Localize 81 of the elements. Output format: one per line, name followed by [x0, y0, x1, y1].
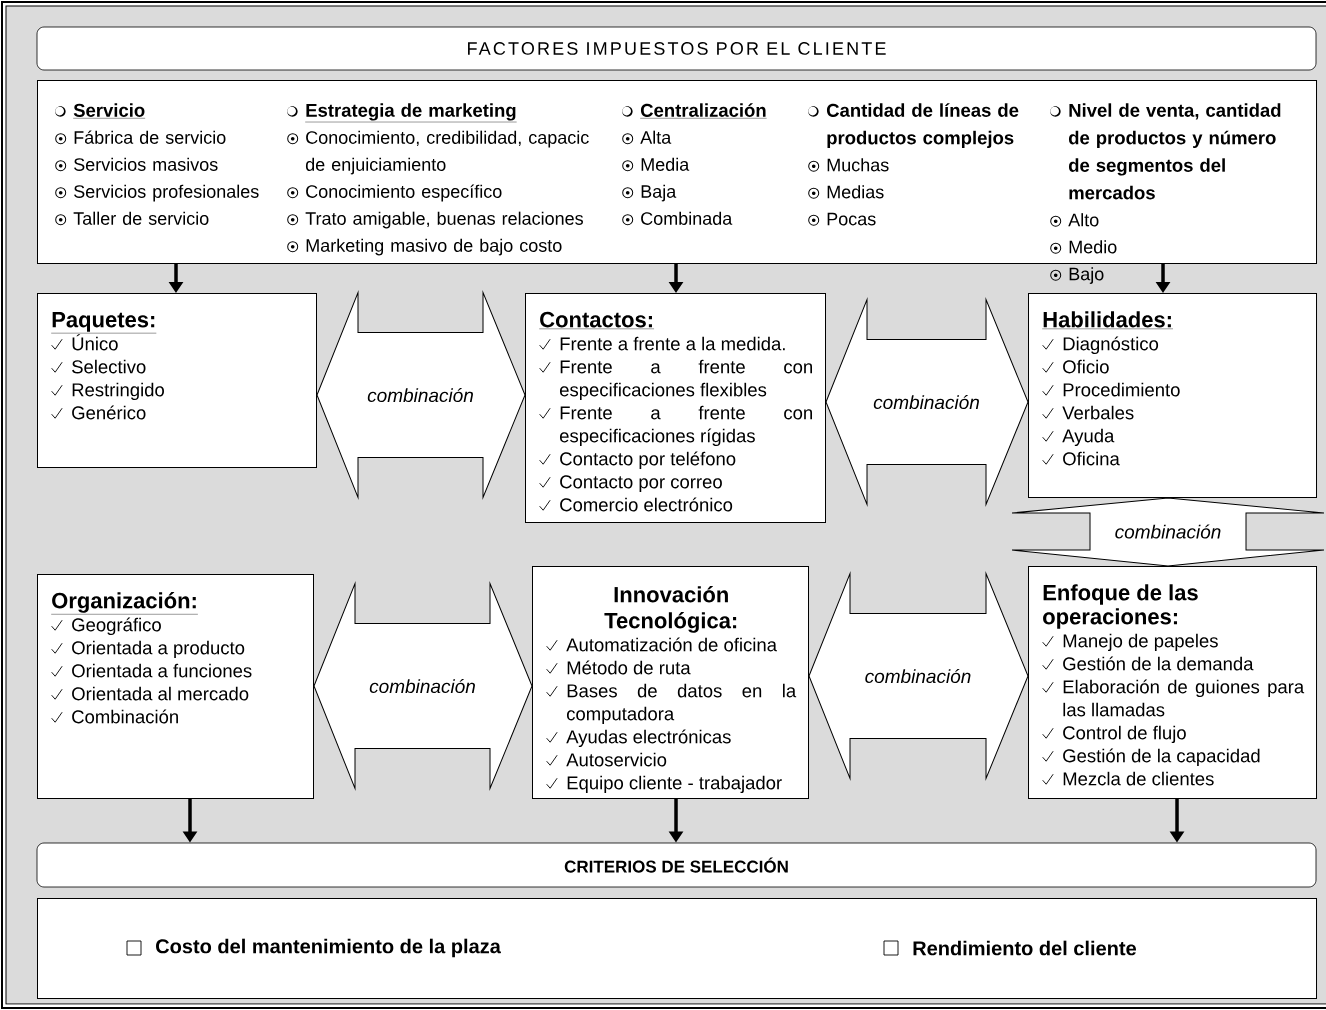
list-item: Combinada — [641, 211, 733, 225]
list-item: Selectivo — [72, 359, 146, 374]
list-item: Único — [72, 334, 118, 351]
list-item: Orientada a funciones — [72, 663, 252, 678]
list-item: Conocimiento específico — [306, 184, 502, 202]
heading: Paquetes: — [51, 312, 157, 334]
list-item: Genérico — [72, 405, 146, 420]
heading: Nivel de venta, cantidad de productos y número de segmentos del mercados — [1068, 103, 1281, 200]
heading: Organización: — [51, 592, 199, 615]
list-item: Alto — [1068, 213, 1099, 227]
list-item: Bases de datos en la computadora — [567, 683, 797, 725]
heading: Innovación Tecnológica: — [604, 586, 737, 633]
block-arrow — [313, 583, 533, 789]
list-item: Trato amigable, buenas relaciones — [305, 211, 583, 229]
list-item: Automatización de oficina — [566, 637, 777, 652]
list-item: Conocimiento, credibilidad, capacic de enjuiciamiento — [305, 130, 589, 175]
list-item: Servicios profesionales — [74, 184, 259, 202]
title-banner — [36, 842, 1317, 888]
list-item: Taller de servicio — [73, 211, 209, 225]
list-item: Marketing masivo de bajo costo — [306, 238, 562, 256]
list-box — [1028, 293, 1317, 498]
edge-label: combinación — [1112, 522, 1224, 541]
list-box — [37, 293, 317, 468]
list-item: Manejo de papeles — [1063, 633, 1218, 652]
heading: Habilidades: — [1042, 311, 1174, 329]
list-item: Bajo — [1069, 267, 1104, 284]
list-item: Contacto por teléfono — [560, 451, 736, 470]
list-item: Servicios masivos — [74, 157, 218, 171]
list-item: Pocas — [827, 212, 876, 226]
block-arrow — [825, 299, 1029, 505]
title-banner — [36, 26, 1317, 71]
list-item: Elaboración de guiones para las llamadas — [1063, 679, 1305, 717]
list-item: Baja — [641, 184, 677, 202]
list-item: Frente a frente con especificaciones rígidas — [560, 405, 812, 447]
list-box — [525, 293, 826, 523]
heading: Estrategia de marketing — [305, 103, 517, 123]
list-item: Contacto por correo — [560, 475, 722, 493]
list-item: Comercio electrónico — [560, 497, 733, 512]
criteria-text: Rendimiento del cliente — [913, 940, 1136, 956]
list-item: Oficina — [1063, 451, 1120, 466]
list-item: Orientada al mercado — [72, 686, 249, 701]
criteria-box — [37, 898, 1317, 999]
list-item: Restringido — [72, 382, 164, 401]
factor-panel — [37, 80, 1317, 284]
list-item: Ayuda — [1062, 428, 1115, 447]
list-item: Oficio — [1063, 359, 1109, 374]
list-item: Frente a frente a la medida. — [560, 336, 785, 351]
criteria-text: Costo del mantenimiento de la plaza — [156, 938, 501, 958]
list-item: Equipo cliente - trabajador — [567, 775, 782, 794]
list-item: Mezcla de clientes — [1063, 771, 1214, 786]
list-item: Gestión de la capacidad — [1063, 748, 1260, 767]
list-box — [37, 574, 314, 799]
list-item: Geográfico — [72, 617, 161, 636]
list-box — [1028, 566, 1317, 799]
list-item: Frente a frente con especificaciones flexibles — [560, 359, 812, 401]
list-item: Medias — [827, 185, 884, 199]
list-item: Ayudas electrónicas — [566, 729, 731, 748]
list-item: Combinación — [72, 709, 178, 724]
list-item: Verbales — [1062, 405, 1134, 420]
list-item: Media — [641, 157, 690, 171]
heading: Centralización — [640, 103, 767, 119]
list-item: Método de ruta — [567, 660, 691, 675]
heading: Cantidad de líneas de productos complejos — [826, 103, 1019, 149]
list-item: Autoservicio — [566, 752, 667, 767]
list-item: Gestión de la demanda — [1063, 656, 1254, 671]
list-item: Control de flujo — [1063, 725, 1186, 744]
list-item: Orientada a producto — [72, 640, 245, 659]
heading: Enfoque de las operaciones: — [1043, 584, 1198, 629]
list-box — [532, 566, 809, 799]
heading: Contactos: — [539, 311, 655, 329]
heading: Servicio — [73, 103, 146, 119]
list-item: Alta — [640, 130, 672, 144]
list-item: Fábrica de servicio — [74, 130, 226, 144]
list-item: Muchas — [827, 158, 889, 172]
block-arrow — [316, 292, 526, 498]
block-arrow — [808, 573, 1029, 779]
title-text: FACTORES IMPUESTOS POR EL CLIENTE — [468, 42, 886, 55]
list-item: Diagnóstico — [1063, 336, 1159, 355]
list-item: Medio — [1069, 240, 1117, 254]
title-text: CRITERIOS DE SELECCIÓN — [564, 857, 788, 873]
list-item: Procedimiento — [1063, 382, 1180, 397]
